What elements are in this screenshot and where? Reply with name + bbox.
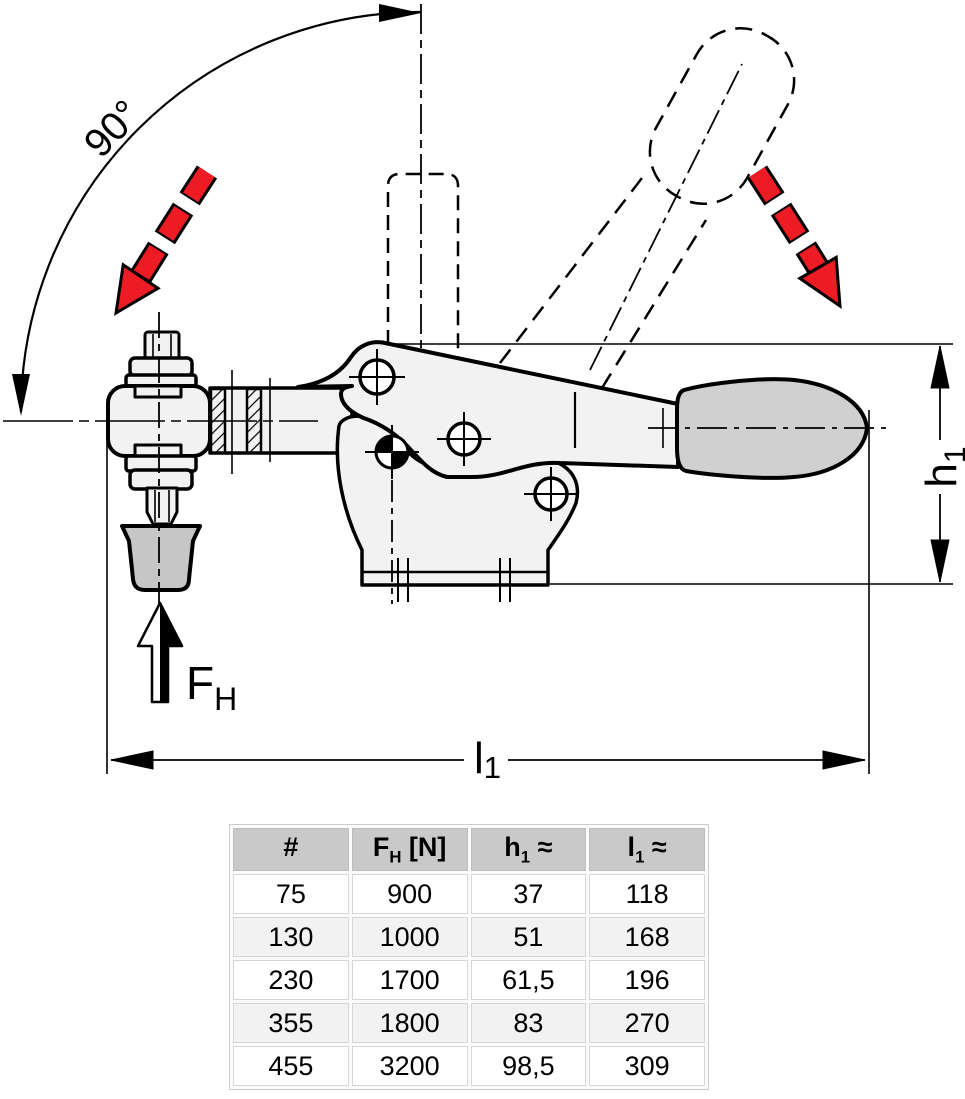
dimension-h1: h1 (387, 343, 965, 585)
spindle-top-stud (143, 330, 181, 362)
arc-arrowhead-top (379, 4, 421, 22)
angle-label: 90° (76, 92, 150, 166)
col-header-l1: l1 ≈ (589, 828, 705, 871)
h1-label: h1 (917, 446, 965, 487)
holding-force-arrow: FH (136, 601, 237, 717)
col-header-h1: h1 ≈ (470, 828, 587, 871)
red-arrowhead-right (797, 254, 842, 310)
clamp-body-group (208, 340, 869, 602)
lower-hex-nut (128, 468, 194, 491)
motion-arrow-right (746, 165, 842, 310)
dimension-l1: l1 (106, 410, 870, 785)
threaded-stud (145, 486, 179, 526)
spindle-up-position-dashed (386, 172, 460, 368)
toggle-clamp-diagram: 90° (3, 4, 965, 785)
l1-label: l1 (474, 734, 501, 785)
col-header-size: # (233, 828, 349, 871)
motion-arrow-left (114, 165, 218, 316)
handle-up-position-dashed (499, 27, 796, 389)
rubber-foot (120, 524, 202, 592)
col-header-force: FH [N] (351, 828, 468, 871)
bracket-step-top (133, 384, 183, 399)
centerlines (3, 4, 892, 606)
fh-label: FH (186, 657, 237, 717)
spindle-assembly (106, 330, 212, 592)
red-arrowhead-left (114, 262, 161, 316)
pivot-symbol (365, 425, 419, 479)
hole-markers (349, 349, 578, 521)
arc-arrowhead-left (12, 374, 30, 416)
table-header-row: # FH [N] h1 ≈ l1 ≈ (233, 828, 705, 871)
